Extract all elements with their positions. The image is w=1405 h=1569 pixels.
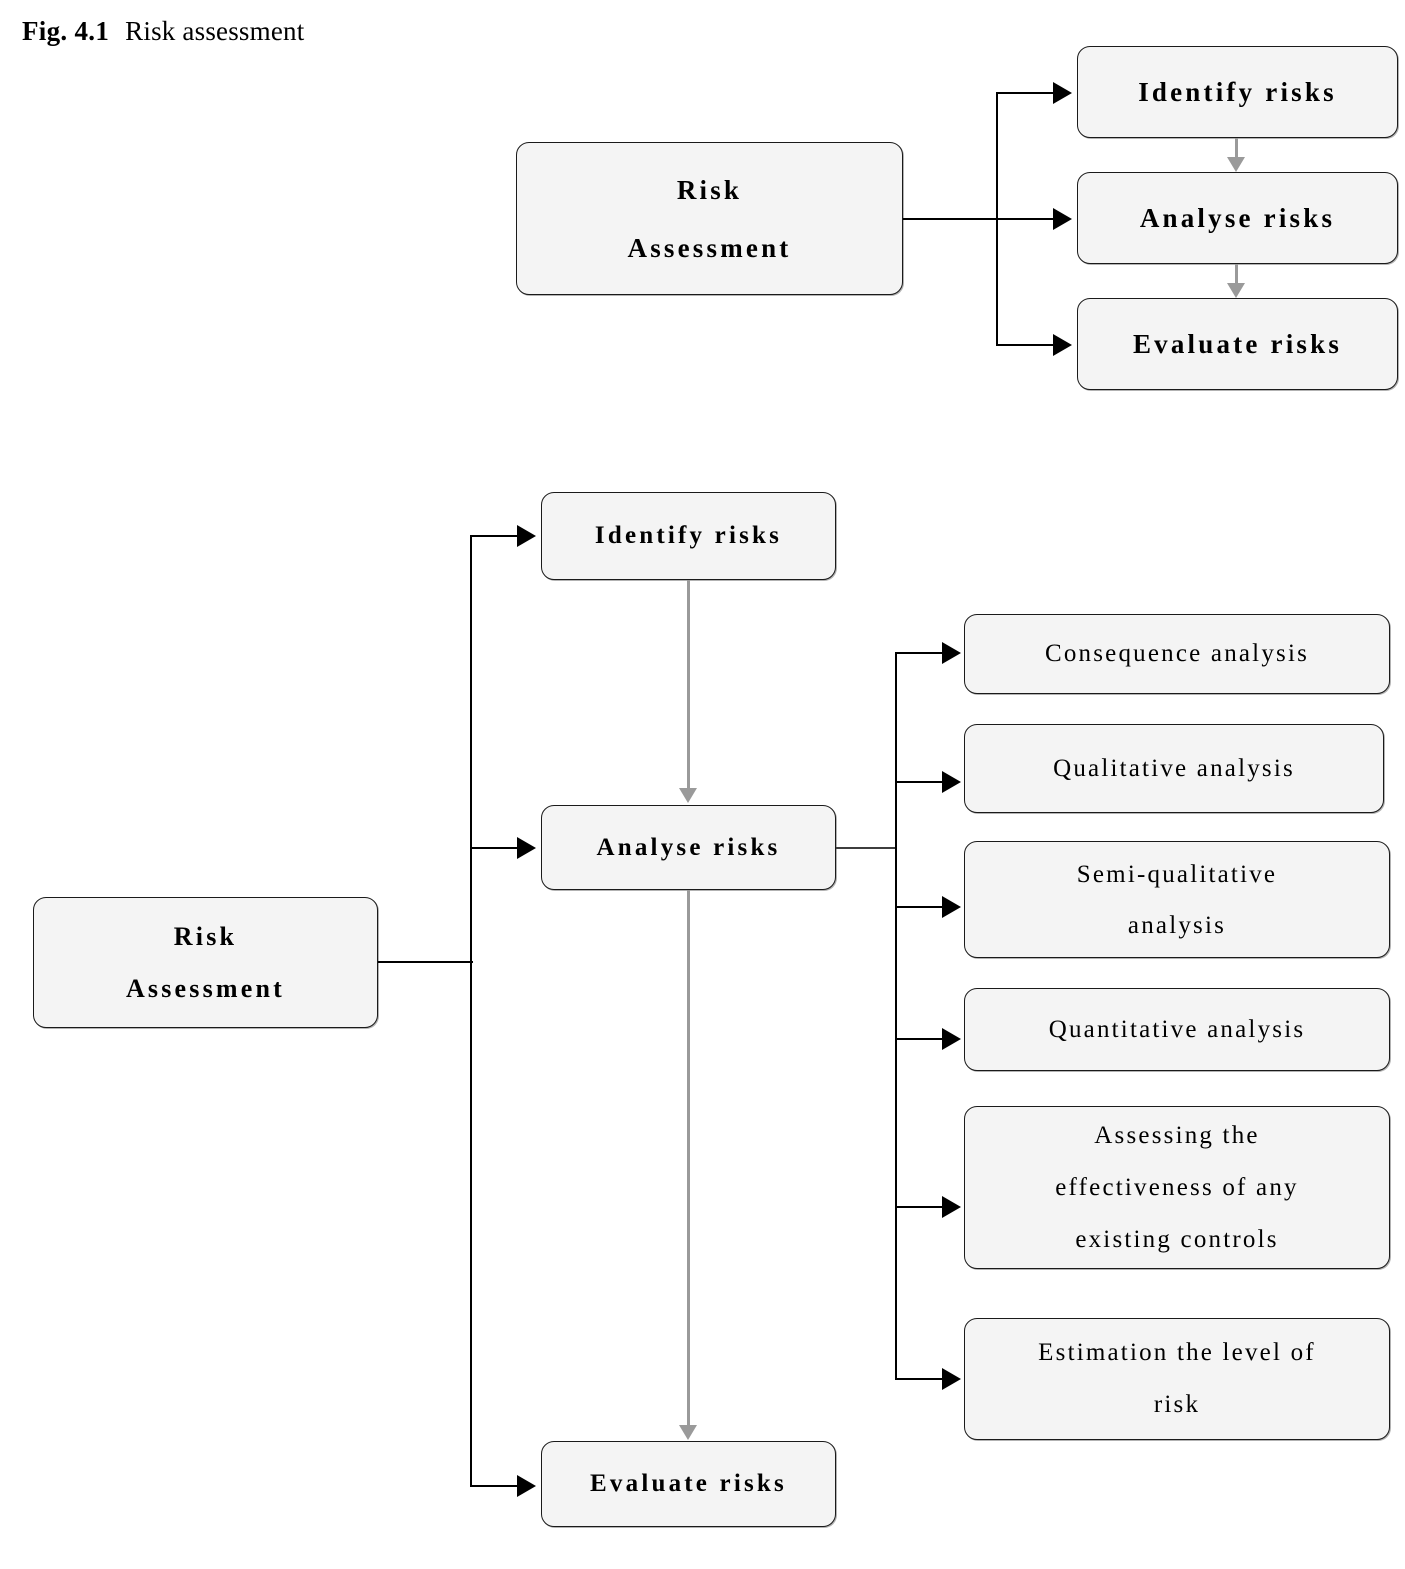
arrowhead-evaluate-bottom [517,1475,536,1497]
connector-trunk-to-identify-top [996,92,1054,95]
connector-analyse-to-subtrunk [836,847,897,849]
node-label: Identify risks [594,522,783,549]
arrowhead-analyse-bottom [517,837,536,859]
connector-subtrunk [895,652,898,1379]
node-quantitative-analysis[interactable]: Quantitative analysis [964,988,1390,1071]
arrowhead-analyse-top [1053,208,1072,230]
connector-subtrunk-to-qualitative [895,781,943,784]
node-identify-risks-top[interactable]: Identify risks [1077,46,1398,138]
arrowhead-quantitative [942,1028,961,1050]
node-label: Analyse risks [1139,202,1336,233]
connector-trunk-to-evaluate-top [996,344,1054,347]
flow-analyse-to-evaluate-bottom [687,890,690,1426]
figure-caption: Fig. 4.1 Risk assessment [22,12,304,50]
node-label: Analyse risks [596,833,781,861]
node-label: Identify risks [1138,76,1337,107]
figure-number: Fig. 4.1 [22,16,110,46]
node-qualitative-analysis[interactable]: Qualitative analysis [964,724,1384,813]
arrowhead-evaluate-top [1053,334,1072,356]
flow-analyse-to-evaluate-top [1235,264,1238,284]
arrowhead-identify-top [1053,82,1072,104]
connector-subtrunk-to-consequence [895,652,943,655]
node-evaluate-risks-bottom[interactable]: Evaluate risks [541,1441,836,1527]
connector-trunk-bottom [470,535,473,1486]
arrowhead-qualitative [942,771,961,793]
node-label: Evaluate risks [590,1470,787,1497]
connector-trunk-to-analyse-bottom [470,847,518,850]
connector-trunk-to-analyse-top [996,218,1054,221]
flow-arrowhead-analyse-top [1227,157,1245,172]
figure-title: Risk assessment [125,16,305,46]
flow-arrowhead-analyse-bottom [679,788,697,803]
node-label: Consequence analysis [1044,640,1310,667]
connector-subtrunk-to-semi-qualitative [895,906,943,909]
node-identify-risks-bottom[interactable]: Identify risks [541,492,836,580]
flow-arrowhead-evaluate-top [1227,283,1245,298]
connector-trunk-to-identify-bottom [470,535,518,538]
node-label: Qualitative analysis [1053,754,1295,782]
connector-subtrunk-to-estimation-level [895,1378,943,1381]
arrowhead-estimation-level [942,1368,961,1390]
flow-arrowhead-evaluate-bottom [679,1425,697,1440]
arrowhead-assessing-controls [942,1196,961,1218]
connector-subtrunk-to-quantitative [895,1038,943,1041]
connector-root-to-trunk-top [903,218,999,221]
arrowhead-consequence [942,642,961,664]
arrowhead-identify-bottom [517,525,536,547]
flow-identify-to-analyse-bottom [687,580,690,789]
node-label: Evaluate risks [1132,328,1343,359]
node-consequence-analysis[interactable]: Consequence analysis [964,614,1390,694]
node-label: Quantitative analysis [1048,1015,1306,1043]
connector-root-to-trunk-bottom [378,961,473,964]
node-analyse-risks-top[interactable]: Analyse risks [1077,172,1398,264]
connector-subtrunk-to-assessing-controls [895,1206,943,1209]
flow-identify-to-analyse-top [1235,138,1238,158]
node-analyse-risks-bottom[interactable]: Analyse risks [541,805,836,890]
arrowhead-semi-qualitative [942,896,961,918]
node-evaluate-risks-top[interactable]: Evaluate risks [1077,298,1398,390]
connector-trunk-to-evaluate-bottom [470,1485,518,1488]
